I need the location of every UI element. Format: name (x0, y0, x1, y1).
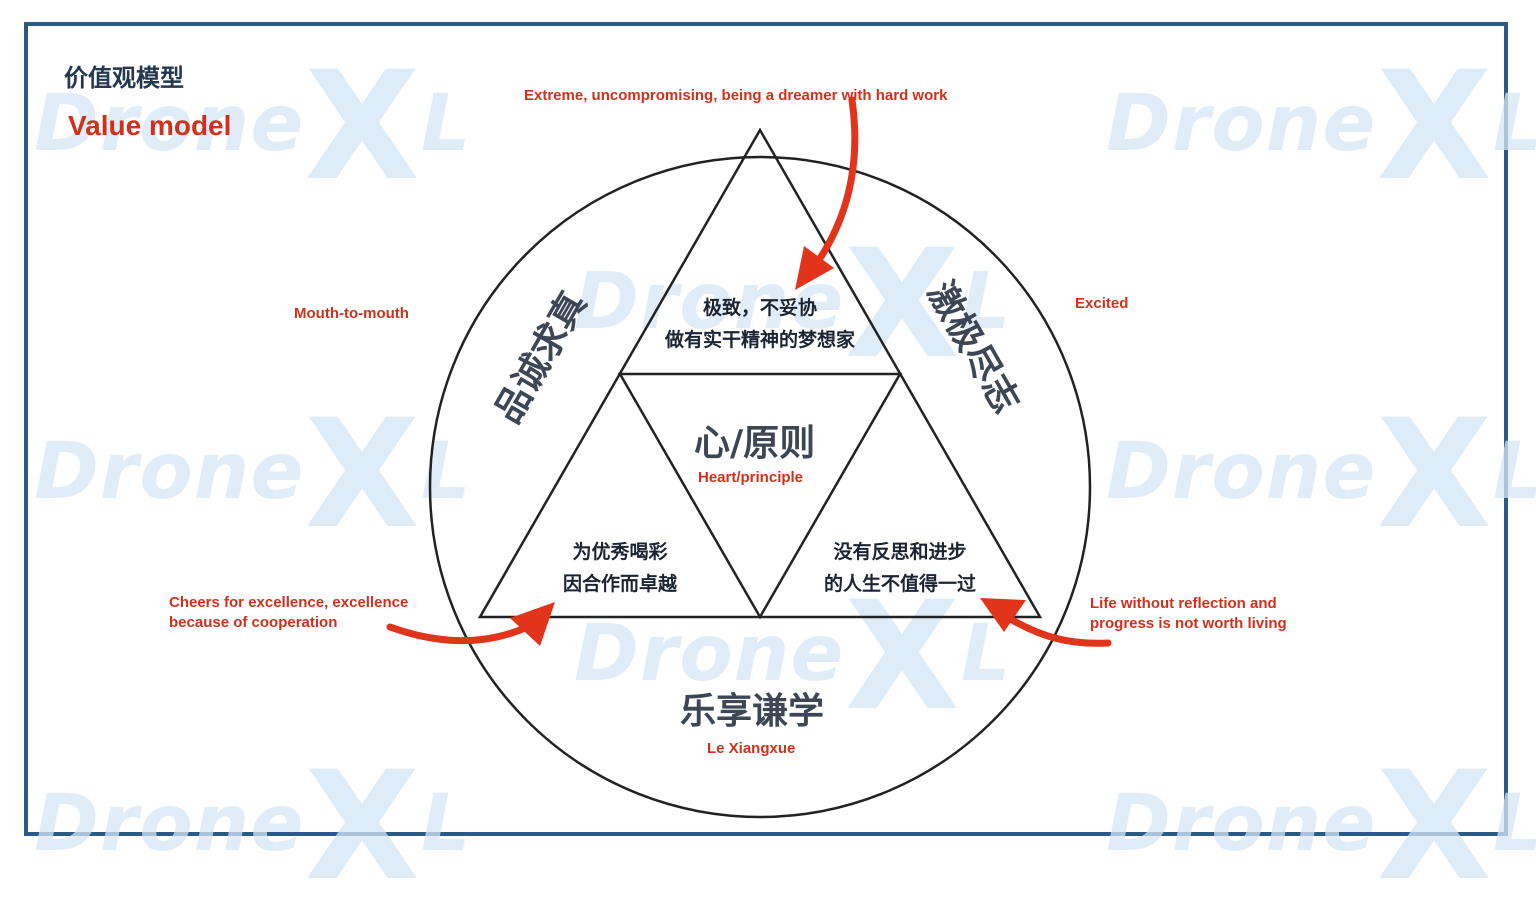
inner-triangle (617, 372, 903, 620)
top-arrowhead (795, 246, 834, 290)
bottom-side-label-en: Le Xiangxue (707, 740, 796, 757)
right-arrowhead (980, 598, 1026, 632)
page-title-en: Value model (68, 110, 232, 141)
left-inner-line1: 为优秀喝彩 (572, 541, 668, 563)
left-arrow (386, 623, 529, 645)
watermark: DroneXL (1106, 40, 1536, 214)
page-title-cn: 价值观模型 (64, 64, 184, 92)
left-annotation: Cheers for excellence, excellence becaus… (169, 593, 408, 633)
right-inner-line2: 的人生不值得一过 (823, 573, 976, 595)
watermark: DroneXL (1106, 388, 1536, 562)
left-annotation-line2: because of cooperation (169, 614, 338, 631)
left-side-label-en: Mouth-to-mouth (294, 305, 409, 322)
watermark: DroneXL (574, 570, 1012, 744)
center-label-cn: 心/原则 (694, 423, 816, 464)
left-inner-line2: 因合作而卓越 (562, 573, 677, 595)
center-label-en: Heart/principle (698, 469, 804, 486)
right-annotation-line1: Life without reflection and (1090, 595, 1277, 612)
top-inner-line2: 做有实干精神的梦想家 (664, 329, 855, 351)
right-side-label-en: Excited (1075, 295, 1129, 312)
top-inner-text: 极致，不妥协 做有实干精神的梦想家 (640, 292, 880, 356)
outer-circle (428, 155, 1092, 819)
right-annotation: Life without reflection and progress is … (1090, 594, 1287, 634)
value-model-diagram (386, 96, 1112, 819)
top-annotation: Extreme, uncompromising, being a dreamer… (524, 87, 948, 104)
right-inner-text: 没有反思和进步 的人生不值得一过 (790, 536, 1010, 600)
top-inner-line1: 极致，不妥协 (702, 297, 817, 319)
left-annotation-line1: Cheers for excellence, excellence (169, 594, 409, 611)
right-arrow (1003, 613, 1112, 647)
bottom-side-label-cn: 乐享谦学 (680, 691, 825, 732)
left-arrowhead (510, 602, 555, 646)
right-annotation-line2: progress is not worth living (1090, 615, 1287, 632)
watermark: DroneXL (574, 218, 1012, 392)
watermark: DroneXL (34, 40, 472, 214)
top-arrow (808, 96, 859, 274)
left-inner-text: 为优秀喝彩 因合作而卓越 (520, 536, 720, 600)
right-inner-line1: 没有反思和进步 (833, 541, 967, 563)
